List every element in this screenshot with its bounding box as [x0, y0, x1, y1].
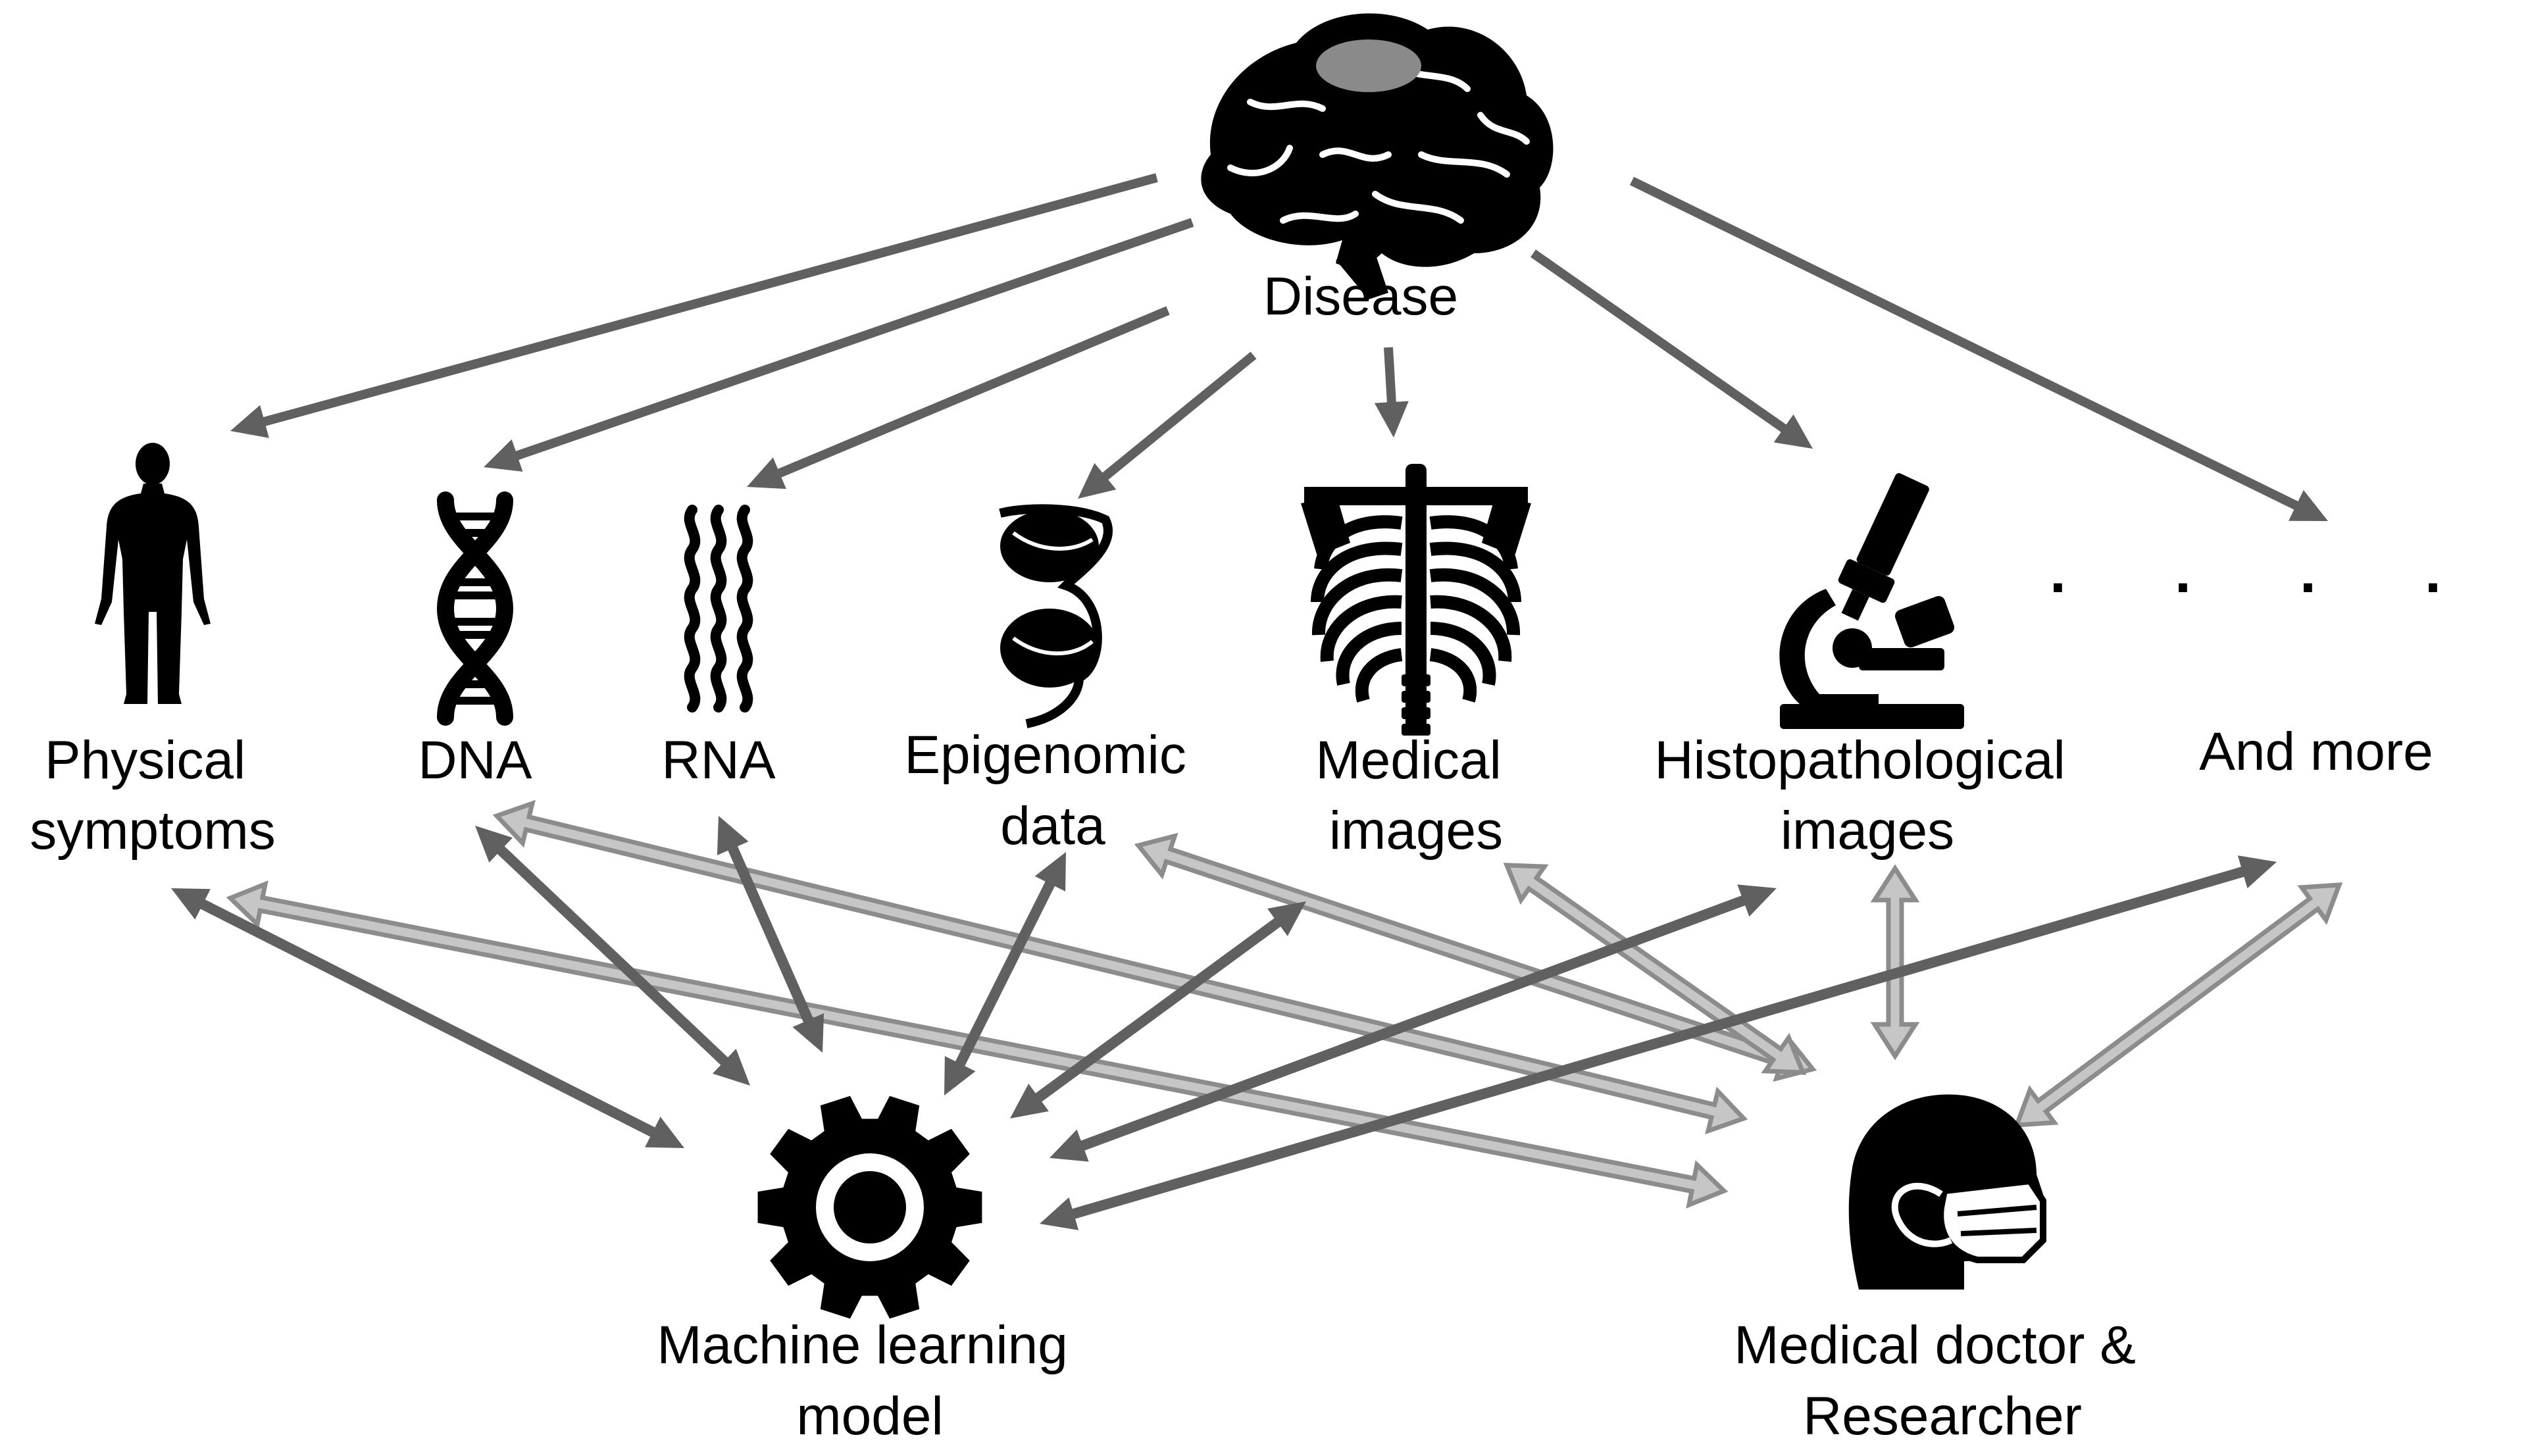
disease-label: Disease	[1263, 266, 1458, 326]
chromatin-icon	[999, 504, 1113, 728]
arrow-doctor-physical	[226, 880, 1729, 1209]
arrow-ml-epigenomic	[944, 852, 1066, 1095]
brain-highlight	[1316, 39, 1421, 92]
dna-label: DNA	[418, 730, 532, 790]
disease-and-ml-arrows	[171, 173, 2328, 1230]
arrow-doctor-more	[2013, 882, 2343, 1128]
histopathological-images-label: Histopathological images	[1654, 730, 2080, 861]
arrow-disease-to-rna	[747, 306, 1170, 490]
arrow-doctor-dna	[492, 799, 1748, 1135]
arrow-doctor-histo	[1870, 864, 1920, 1061]
arrow-ml-medical-images	[1010, 901, 1306, 1118]
arrow-doctor-epigenomic	[1134, 832, 1817, 1082]
brain-icon	[1201, 13, 1554, 299]
arrow-disease-to-more	[1629, 176, 2328, 521]
doctor-researcher-label: Medical doctor & Researcher	[1734, 1315, 2151, 1446]
ml-model-label: Machine learning model	[657, 1315, 1082, 1446]
arrow-ml-dna	[475, 826, 750, 1086]
arrow-ml-histo	[1050, 884, 1777, 1162]
arrow-disease-to-medical-images	[1374, 347, 1409, 438]
arrow-disease-to-histo	[1531, 249, 1813, 449]
arrow-ml-rna	[717, 816, 824, 1053]
medical-images-label: Medical images	[1315, 730, 1516, 861]
microscope-icon	[1779, 473, 1964, 729]
ellipsis-dots: . . . . . .	[2050, 540, 2530, 605]
and-more-label: And more	[2199, 722, 2433, 782]
ribcage-xray-icon	[1301, 464, 1531, 736]
epigenomic-data-label: Epigenomic data	[904, 725, 1201, 856]
gear-icon	[757, 1095, 982, 1319]
rna-label: RNA	[661, 730, 775, 790]
arrow-disease-to-epigenomic	[1078, 351, 1257, 499]
arrow-disease-to-physical	[230, 173, 1158, 438]
rna-strands-icon	[684, 505, 753, 713]
masked-person-icon	[1848, 1094, 2046, 1290]
arrow-ml-more	[1040, 855, 2277, 1230]
human-figure-icon	[95, 443, 211, 704]
dna-helix-icon	[436, 491, 514, 726]
arrow-ml-physical	[171, 888, 684, 1148]
arrow-disease-to-dna	[484, 218, 1194, 472]
physical-symptoms-label: Physical symptoms	[30, 730, 276, 861]
